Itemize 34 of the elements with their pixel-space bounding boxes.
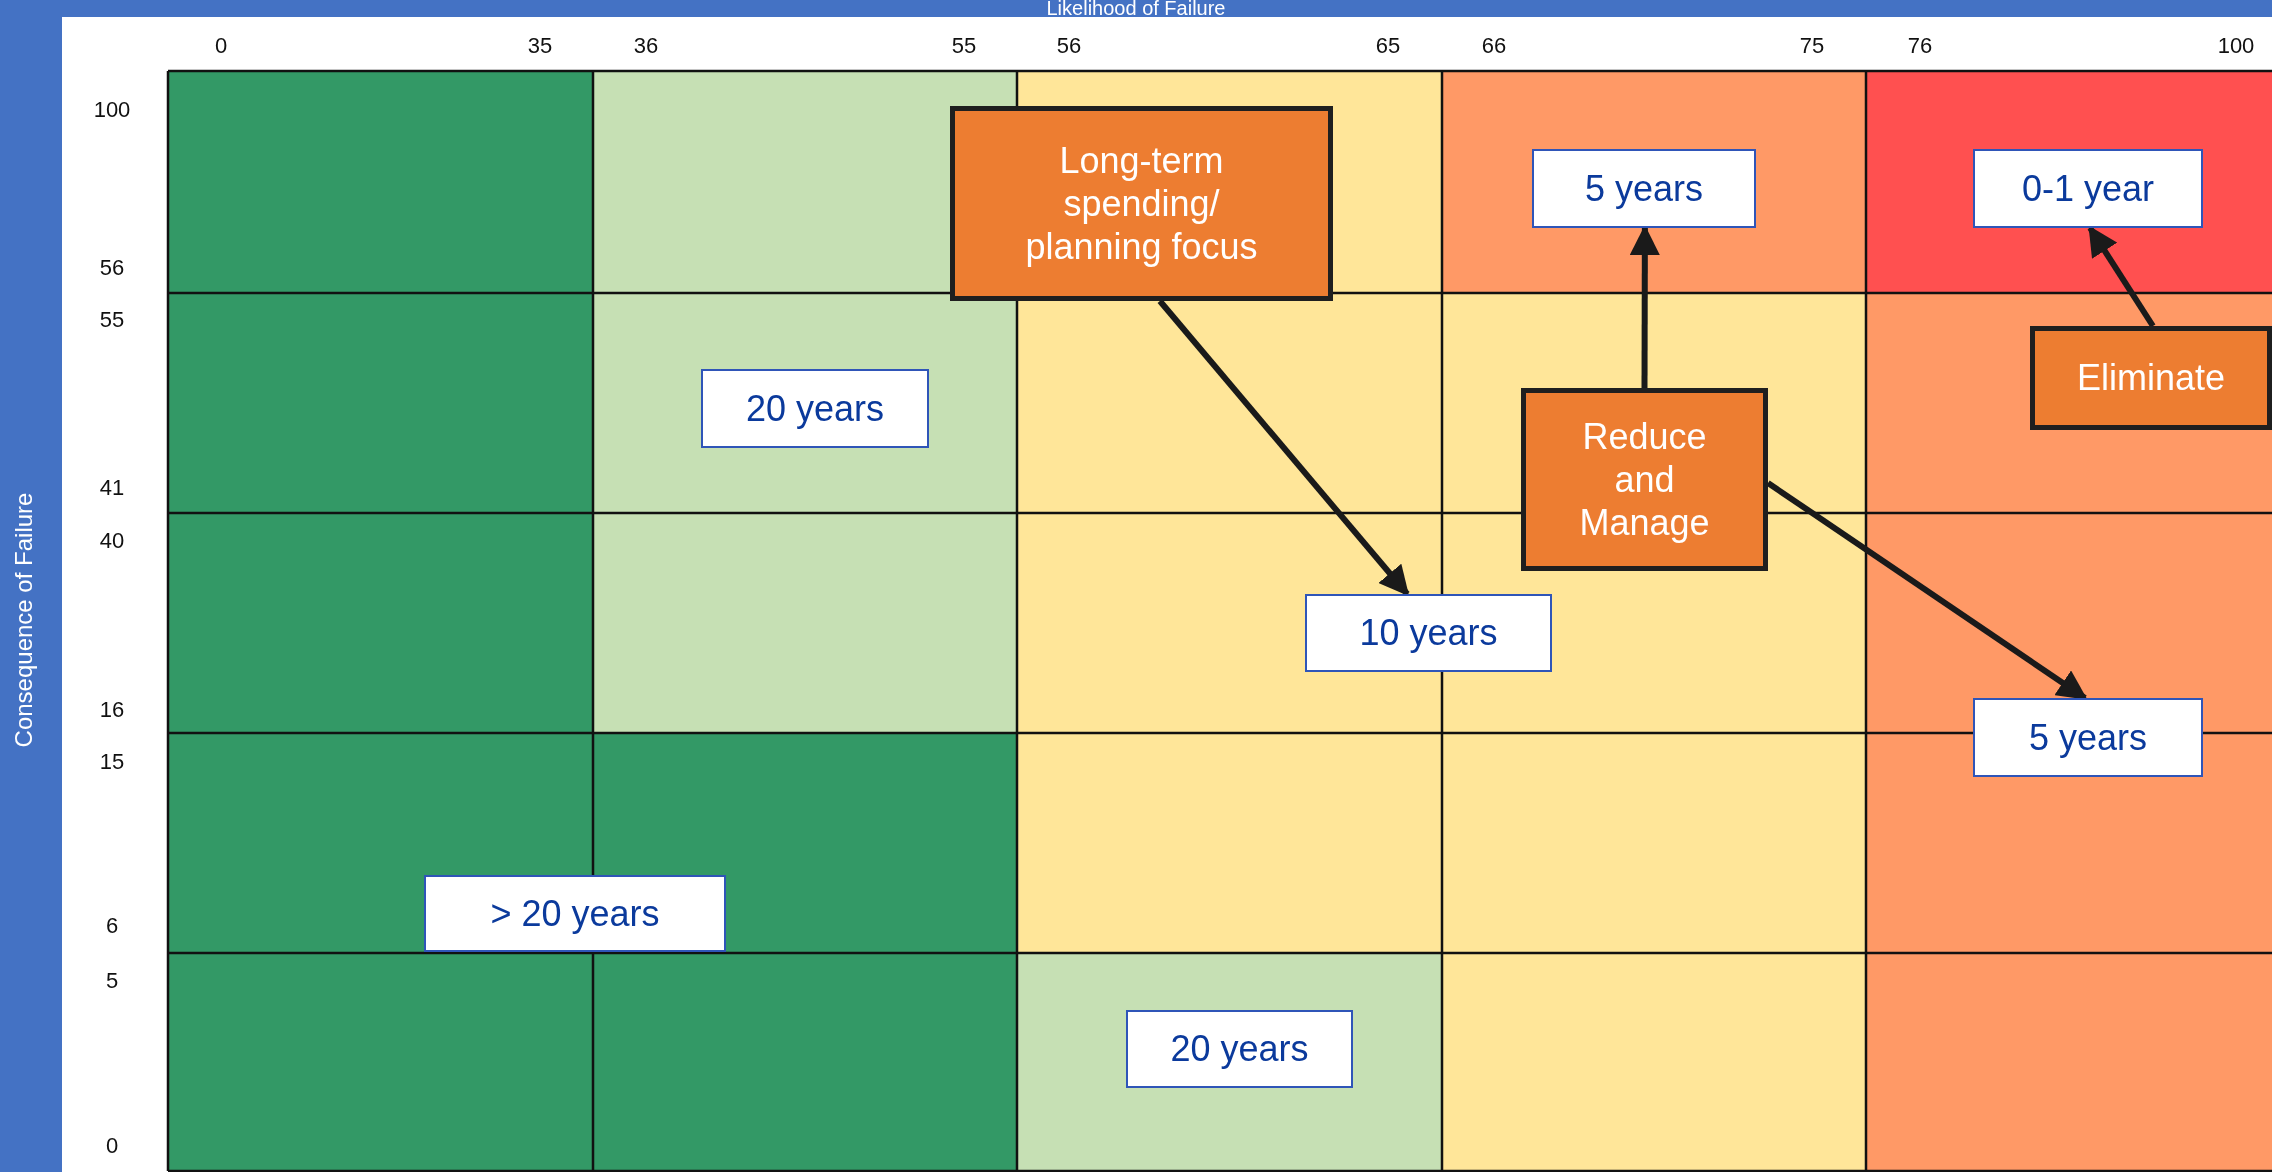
axis-title: Likelihood of Failure <box>1046 0 1226 18</box>
action-box: Reduce and Manage <box>1521 388 1768 571</box>
tick-label: 5 <box>105 970 119 992</box>
tick-label: 40 <box>99 530 125 552</box>
interval-box: 5 years <box>1532 149 1756 228</box>
interval-box: 10 years <box>1305 594 1552 672</box>
tick-label: 55 <box>951 35 977 57</box>
interval-box: 5 years <box>1973 698 2203 777</box>
tick-label: 100 <box>2217 35 2255 57</box>
tick-label: 0 <box>214 35 228 57</box>
tick-label: 65 <box>1375 35 1401 57</box>
tick-label: 15 <box>99 751 125 773</box>
tick-label: 41 <box>99 477 125 499</box>
interval-box: 0-1 year <box>1973 149 2203 228</box>
tick-label: 35 <box>527 35 553 57</box>
action-box: Eliminate <box>2030 326 2272 430</box>
tick-label: 56 <box>1056 35 1082 57</box>
tick-label: 100 <box>93 99 131 121</box>
tick-label: 55 <box>99 309 125 331</box>
arrow <box>1766 480 2088 701</box>
action-box: Long-term spending/ planning focus <box>950 106 1333 301</box>
interval-box: 20 years <box>1126 1010 1353 1088</box>
tick-label: 75 <box>1799 35 1825 57</box>
tick-label: 36 <box>633 35 659 57</box>
tick-label: 66 <box>1481 35 1507 57</box>
axis-title: Consequence of Failure <box>12 492 36 748</box>
tick-label: 0 <box>105 1135 119 1157</box>
interval-box: 20 years <box>701 369 929 448</box>
tick-label: 76 <box>1907 35 1933 57</box>
tick-label: 16 <box>99 699 125 721</box>
interval-box: > 20 years <box>424 875 726 952</box>
tick-label: 6 <box>105 915 119 937</box>
arrow <box>1157 299 1410 597</box>
tick-label: 56 <box>99 257 125 279</box>
